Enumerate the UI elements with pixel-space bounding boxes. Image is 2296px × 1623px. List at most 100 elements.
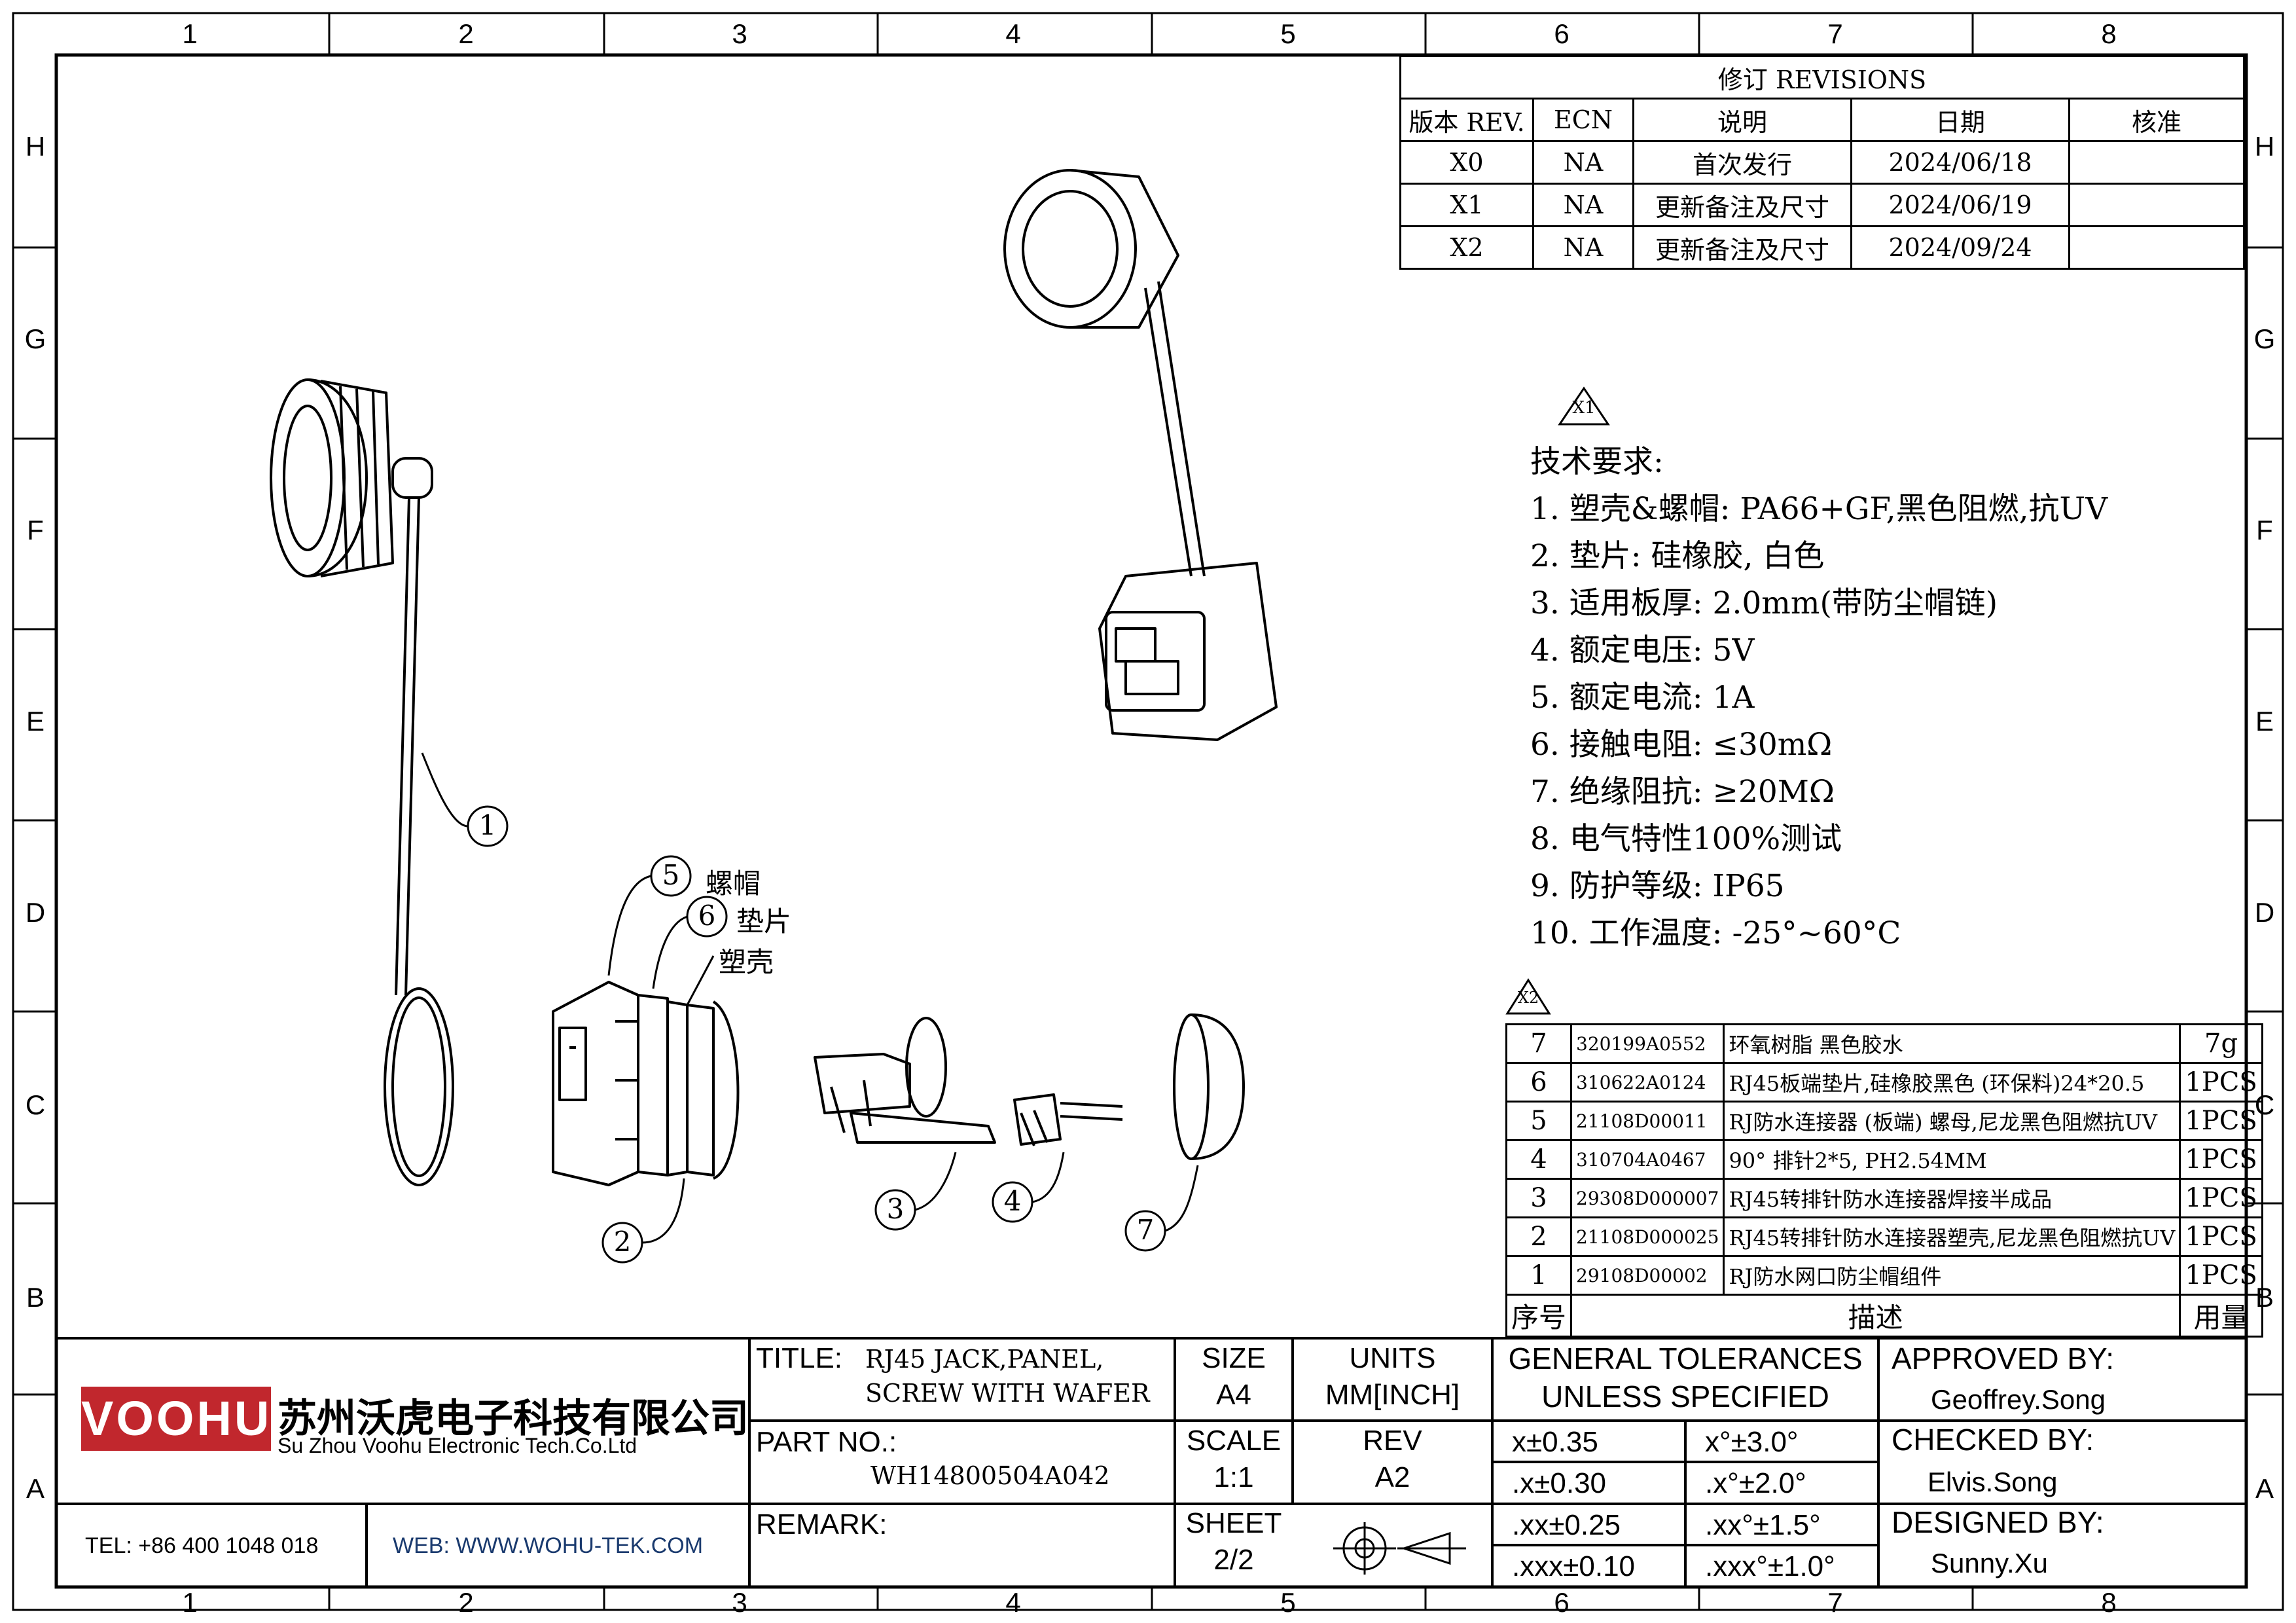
zone-row-D-left: D xyxy=(25,897,46,928)
tech-item: 1. 塑壳&螺帽: PA66+GF,黑色阻燃,抗UV xyxy=(1530,491,2108,527)
rev-marker-x1-icon xyxy=(1558,386,1610,426)
bom-desc: RJ防水连接器 (板端) 螺母,尼龙黑色阻燃抗UV xyxy=(1723,1101,2181,1141)
revision-row: X1 NA 更新备注及尺寸 2024/06/19 xyxy=(1399,183,2245,227)
bom-row: 3 29308D000007 RJ45转排针防水连接器焊接半成品 1PCS xyxy=(1505,1178,2263,1218)
zone-row-A-left: A xyxy=(26,1473,45,1504)
designed-name: Sunny.Xu xyxy=(1931,1548,2049,1578)
tech-item: 7. 绝缘阻抗: ≥20MΩ xyxy=(1530,774,1835,810)
callout-3: 3 xyxy=(886,1193,905,1225)
zone-row-G-left: G xyxy=(24,323,46,354)
rev-cell: 首次发行 xyxy=(1632,140,1852,185)
bom-header-no: 序号 xyxy=(1505,1294,1573,1338)
bom-part: 21108D000025 xyxy=(1570,1216,1725,1257)
callout-shell-label: 塑壳 xyxy=(719,946,774,978)
bom-row: 7 320199A0552 环氧树脂 黑色胶水 7g xyxy=(1505,1023,2263,1064)
title-label: TITLE: xyxy=(756,1342,843,1374)
part-no-label: PART NO.: xyxy=(756,1426,897,1458)
remark-label: REMARK: xyxy=(756,1508,888,1541)
company-web[interactable]: WEB: WWW.WOHU-TEK.COM xyxy=(393,1533,704,1558)
bom-part: 310704A0467 xyxy=(1570,1139,1725,1180)
revision-title: 修订 REVISIONS xyxy=(1399,55,2245,100)
rev-header-desc: 说明 xyxy=(1632,98,1852,142)
bom-qty: 1PCS xyxy=(2179,1139,2263,1180)
pin-header xyxy=(1013,1093,1123,1146)
bom-part: 21108D00011 xyxy=(1570,1101,1725,1141)
bom-desc: RJ45板端垫片,硅橡胶黑色 (环保料)24*20.5 xyxy=(1723,1062,2181,1103)
bom-header-desc: 描述 xyxy=(1570,1294,2181,1338)
units-value: MM[INCH] xyxy=(1325,1379,1460,1411)
callout-7: 7 xyxy=(1136,1214,1155,1246)
revision-table: 修订 REVISIONS 版本 REV. ECN 说明 日期 核准 X0 NA … xyxy=(1399,55,2245,270)
zone-row-A-right: A xyxy=(2255,1473,2274,1504)
approved-name: Geoffrey.Song xyxy=(1931,1384,2106,1415)
bom-desc: 环氧树脂 黑色胶水 xyxy=(1723,1023,2181,1064)
assembled-connector xyxy=(1003,169,1278,741)
bom-table: 7 320199A0552 环氧树脂 黑色胶水 7g 6 310622A0124… xyxy=(1505,1023,2263,1338)
zone-row-F-right: F xyxy=(2256,515,2273,545)
tolerances-title-2: UNLESS SPECIFIED xyxy=(1541,1379,1829,1413)
bom-no: 3 xyxy=(1505,1178,1573,1218)
zone-row-E-right: E xyxy=(2255,706,2274,737)
bom-header: 序号 描述 用量 xyxy=(1505,1294,2263,1338)
tolerance-linear: .x±0.30 xyxy=(1512,1467,1607,1499)
zone-col-5-top: 5 xyxy=(1280,18,1296,49)
sheet-value: 2/2 xyxy=(1213,1544,1254,1576)
rev-label: REV xyxy=(1363,1425,1422,1457)
rev-marker-x2-icon xyxy=(1505,978,1551,1015)
zone-col-8-top: 8 xyxy=(2101,18,2117,49)
bom-desc: RJ45转排针防水连接器塑壳,尼龙黑色阻燃抗UV xyxy=(1723,1216,2181,1257)
bom-part: 310622A0124 xyxy=(1570,1062,1725,1103)
tech-heading: 技术要求: xyxy=(1530,444,1664,480)
title-line-2: SCREW WITH WAFER xyxy=(865,1379,1150,1408)
rev-marker-x1-label: X1 xyxy=(1572,398,1596,418)
company-name-en: Su Zhou Voohu Electronic Tech.Co.Ltd xyxy=(278,1434,637,1457)
rev-cell xyxy=(2068,225,2245,270)
rev-cell: NA xyxy=(1532,140,1634,185)
technical-requirements: 技术要求: 1. 塑壳&螺帽: PA66+GF,黑色阻燃,抗UV 2. 垫片: … xyxy=(1530,439,2108,957)
rev-cell: 更新备注及尺寸 xyxy=(1632,225,1852,270)
sheet-label: SHEET xyxy=(1185,1507,1282,1539)
rev-header-approve: 核准 xyxy=(2068,98,2245,142)
tolerance-linear: .xxx±0.10 xyxy=(1512,1550,1636,1582)
tech-item: 2. 垫片: 硅橡胶, 白色 xyxy=(1530,538,1825,574)
wafer-assembly xyxy=(814,1017,996,1144)
tolerance-angular: .xxx°±1.0° xyxy=(1705,1550,1835,1582)
bom-header-qty: 用量 xyxy=(2179,1294,2263,1338)
callout-2: 2 xyxy=(613,1226,632,1258)
rev-marker-x2-label: X2 xyxy=(1517,989,1539,1007)
zone-col-5-bottom: 5 xyxy=(1280,1587,1296,1618)
bom-qty: 1PCS xyxy=(2179,1178,2263,1218)
approved-label: APPROVED BY: xyxy=(1892,1341,2115,1376)
bom-desc: 90° 排针2*5, PH2.54MM xyxy=(1723,1139,2181,1180)
tolerance-angular: .x°±2.0° xyxy=(1705,1467,1806,1499)
rev-cell: X1 xyxy=(1399,183,1534,227)
units-label: UNITS xyxy=(1349,1342,1436,1374)
callout-nut-label: 螺帽 xyxy=(706,867,761,900)
rev-cell: 2024/09/24 xyxy=(1850,225,2070,270)
zone-col-6-top: 6 xyxy=(1554,18,1570,49)
tech-item: 6. 接触电阻: ≤30mΩ xyxy=(1530,727,1833,763)
zone-col-8-bottom: 8 xyxy=(2101,1587,2117,1618)
rev-cell: NA xyxy=(1532,225,1634,270)
bom-no: 7 xyxy=(1505,1023,1573,1064)
checked-name: Elvis.Song xyxy=(1928,1467,2058,1497)
rev-cell: 更新备注及尺寸 xyxy=(1632,183,1852,227)
title-line-1: RJ45 JACK,PANEL, xyxy=(865,1345,1104,1374)
rev-cell: X0 xyxy=(1399,140,1534,185)
rev-cell: NA xyxy=(1532,183,1634,227)
designed-label: DESIGNED BY: xyxy=(1892,1505,2104,1539)
bom-part: 29308D000007 xyxy=(1570,1178,1725,1218)
nut-gasket-shell xyxy=(552,981,740,1186)
callout-6: 6 xyxy=(698,900,716,932)
zone-col-7-top: 7 xyxy=(1827,18,1843,49)
size-label: SIZE xyxy=(1202,1342,1266,1374)
tolerance-angular: .xx°±1.5° xyxy=(1705,1509,1821,1541)
tech-item: 10. 工作温度: -25°~60°C xyxy=(1530,915,1901,951)
zone-row-B-left: B xyxy=(26,1282,45,1313)
part-no: WH14800504A042 xyxy=(870,1461,1110,1490)
zone-col-6-bottom: 6 xyxy=(1554,1587,1570,1618)
rev-cell: X2 xyxy=(1399,225,1534,270)
checked-label: CHECKED BY: xyxy=(1892,1423,2094,1457)
bom-no: 6 xyxy=(1505,1062,1573,1103)
